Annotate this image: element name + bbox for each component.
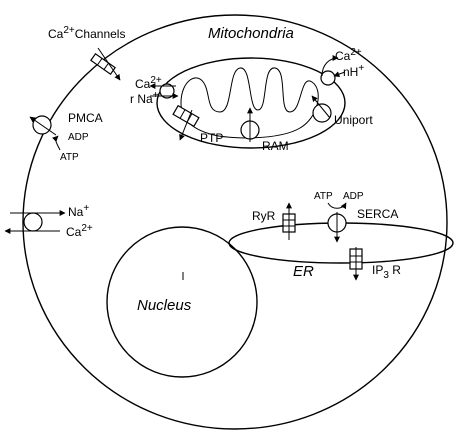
ptp-label: PTP [200,131,223,145]
ptp-arrow [179,109,193,141]
er-label: ER [293,263,314,280]
cell-membrane [22,14,448,430]
pmca-atp-arrow [52,135,61,151]
na-ca-exchanger [23,212,43,232]
serca-atp-label: ATP [314,191,333,202]
mito-ca-label: Ca2+ [335,47,362,63]
uniporter [312,103,332,123]
mito-ca-out-curve [321,55,339,77]
mito-h-in-arrow [333,71,346,77]
ca-channels-label: Ca2+Channels [48,25,125,41]
pmca-label: PMCA [68,111,103,125]
ca-channel-arrow [97,47,121,81]
pmca-arrow [29,116,57,136]
nucleus [106,226,258,378]
serca-adp-label: ADP [343,191,364,202]
uniport-label: Uniport [334,113,373,127]
mitochondria-outer-membrane [156,57,346,149]
serca-atp-curve [327,202,347,210]
uniport-arrow [311,95,331,119]
pmca-adp-label: ADP [68,132,89,143]
ryr-label: RyR [252,209,276,223]
ptp-pore [172,104,200,128]
mito-na-ca-exchanger [159,83,175,99]
mitochondria-inner-membrane [180,67,319,139]
mito-nh-label: nH+ [343,63,364,79]
ram-label: RAM [262,139,289,153]
serca-label: SERCA [357,207,398,221]
nucleus-label: Nucleus [137,297,192,314]
mito-exchanger-na-label: r Na+ [130,90,159,106]
exchanger-ca-label: Ca2+ [66,223,93,239]
mito-exchanger-ca-label: Ca2+ [135,75,162,91]
ca-channel [90,53,116,75]
mito-ca-h-exchanger [320,70,336,86]
mitochondria-label: Mitochondria [208,25,294,42]
pmca-atp-label: ATP [60,152,79,163]
ip3r-label: IP3 R [372,263,401,281]
exchanger-na-label: Na+ [68,203,89,219]
